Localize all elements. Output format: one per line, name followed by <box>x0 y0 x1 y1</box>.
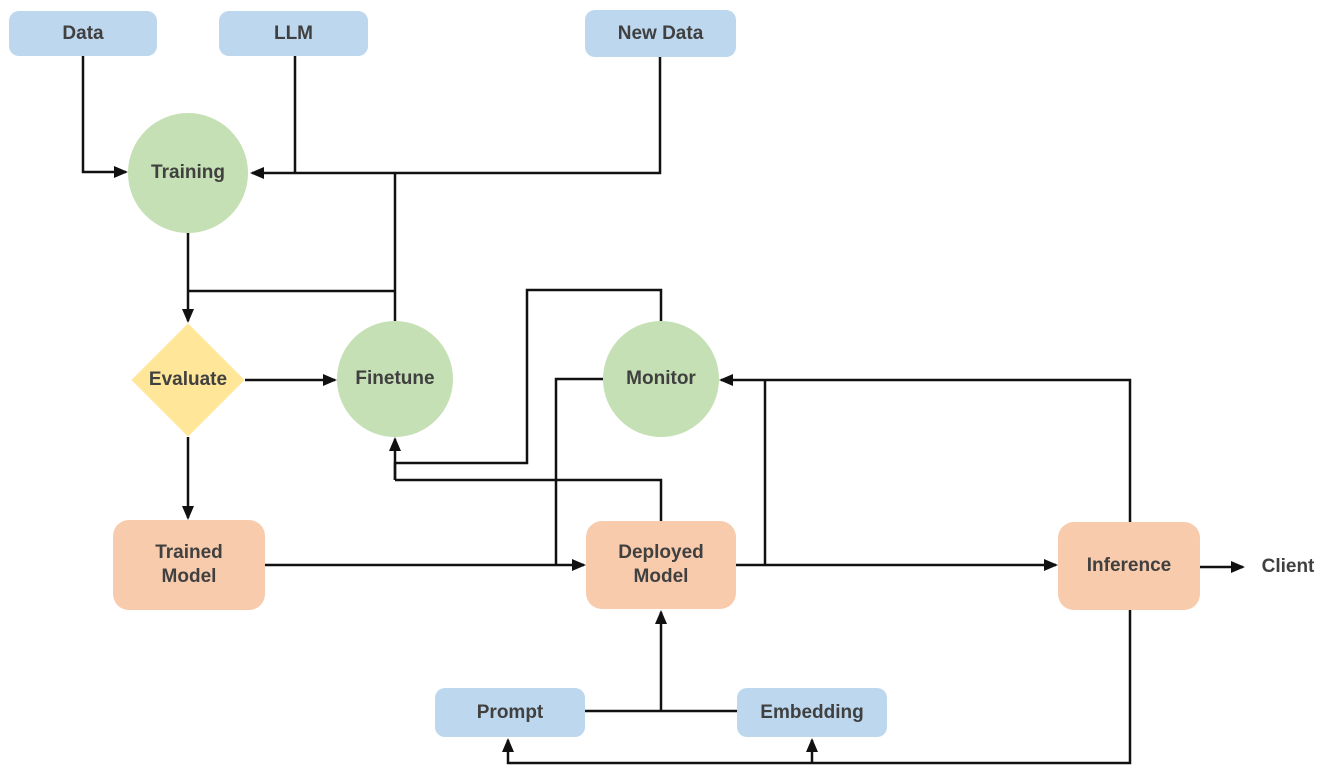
node-label: Inference <box>1086 555 1172 577</box>
node-label: Deployed Model <box>618 542 704 587</box>
node-trained-model: Trained Model <box>113 520 265 610</box>
node-training: Training <box>128 113 248 233</box>
client-label: Client <box>1250 551 1326 583</box>
edge-monitor-to-deployed-drop <box>554 377 603 565</box>
node-deployed-model: Deployed Model <box>586 521 736 609</box>
node-embedding: Embedding <box>737 688 887 737</box>
node-label: Monitor <box>626 368 696 390</box>
node-llm: LLM <box>219 11 368 56</box>
node-prompt: Prompt <box>435 688 585 737</box>
node-label: Trained Model <box>155 542 223 587</box>
node-new-data: New Data <box>585 10 736 57</box>
node-monitor: Monitor <box>603 321 719 437</box>
node-label: Prompt <box>476 701 544 723</box>
node-label: Finetune <box>355 368 435 390</box>
node-label: LLM <box>273 22 314 44</box>
node-label: Embedding <box>760 701 864 723</box>
node-inference: Inference <box>1058 522 1200 610</box>
node-label: Training <box>151 162 225 184</box>
node-label: Client <box>1261 556 1315 578</box>
edge-deployed-finetune-loop <box>395 478 663 521</box>
node-data: Data <box>9 11 157 56</box>
node-label: Data <box>62 22 104 44</box>
node-label: New Data <box>617 22 704 44</box>
edge-inference-monitor <box>719 374 1132 522</box>
node-evaluate: Evaluate <box>131 323 245 437</box>
node-finetune: Finetune <box>337 321 453 437</box>
edge-newdata-llm-training <box>250 57 662 179</box>
node-label: Evaluate <box>148 369 228 391</box>
edge-data-training <box>81 56 128 178</box>
edge-inference-prompt-loop <box>502 610 1132 765</box>
